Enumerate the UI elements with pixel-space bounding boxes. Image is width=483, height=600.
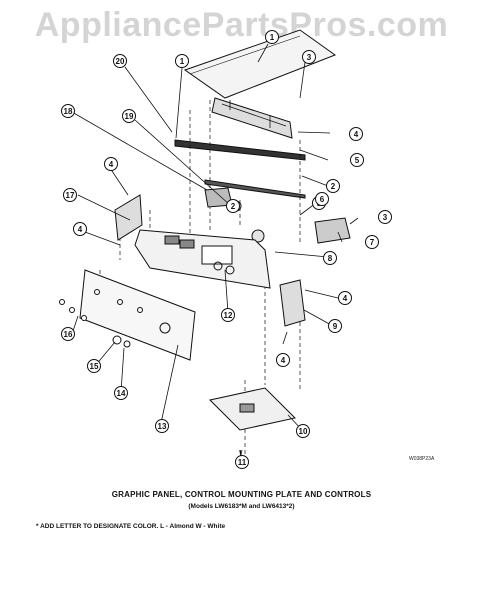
part-knob-14 [123,340,131,348]
part-upper-mechanism [211,97,293,139]
callout-14: 14 [114,386,128,400]
callout-17-text: 17 [66,191,75,200]
callout-8: 8 [323,251,337,265]
callout-10-text: 10 [299,427,308,436]
callout-4d-text: 4 [343,294,348,303]
watermark-text: AppliancePartsPros.com [34,6,449,44]
callout-3c: 3 [378,210,392,224]
callout-3a-text: 3 [307,53,312,62]
caption-subtitle: (Models LW6183*M and LW6413*2) [188,503,295,510]
part-knob-small [251,229,265,243]
part-rail-bar [174,139,306,161]
callout-2a: 2 [326,179,340,193]
callout-18-text: 18 [64,107,73,116]
callout-3a: 3 [302,50,316,64]
callout-7-text: 7 [370,238,375,247]
callout-4d: 4 [338,291,352,305]
caption-title: GRAPHIC PANEL, CONTROL MOUNTING PLATE AN… [111,490,372,499]
callout-13-text: 13 [158,422,167,431]
callout-4a: 4 [349,127,363,141]
callout-11-text: 11 [238,458,247,467]
callout-13: 13 [155,419,169,433]
callout-4c-text: 4 [78,225,83,234]
callout-labels: 1 1 2 2 3 3 3 4 4 4 4 4 5 6 7 8 9 10 11 … [61,30,392,469]
callout-7: 7 [365,235,379,249]
callout-15-text: 15 [90,362,99,371]
callout-9-text: 9 [333,322,338,331]
callout-4e-text: 4 [281,356,286,365]
callout-16-text: 16 [64,330,73,339]
callout-2b-text: 2 [231,202,236,211]
callout-3c-text: 3 [383,213,388,222]
callout-5-text: 5 [355,156,360,165]
callout-9: 9 [328,319,342,333]
part-right-end-cap [279,279,306,327]
callout-4c: 4 [73,222,87,236]
color-footnote: * ADD LETTER TO DESIGNATE COLOR. L - Alm… [36,523,226,530]
callout-15: 15 [87,359,101,373]
callout-4a-text: 4 [354,130,359,139]
callout-16: 16 [61,327,75,341]
part-graphic-panel [79,269,196,361]
callout-20: 20 [113,54,127,68]
callout-14-text: 14 [117,389,126,398]
callout-1-text: 1 [180,57,185,66]
callout-6: 6 [315,192,329,206]
callout-12-text: 12 [224,311,233,320]
callout-4b-text: 4 [109,160,114,169]
callout-4e: 4 [276,353,290,367]
callout-11: 11 [235,455,249,469]
callout-17: 17 [63,188,77,202]
callout-18: 18 [61,104,75,118]
callout-1: 1 [175,54,189,68]
drawing-code: W038P23A [409,456,435,462]
callout-19: 19 [122,109,136,123]
part-timer [314,217,351,244]
callout-20-text: 20 [116,57,125,66]
callout-4b: 4 [104,157,118,171]
callout-5: 5 [350,153,364,167]
callout-8-text: 8 [328,254,333,263]
callout-1b-text: 1 [270,33,275,42]
part-left-end-cap [114,194,143,241]
callout-6-text: 6 [320,195,325,204]
callout-19-text: 19 [125,112,134,121]
callout-2a-text: 2 [331,182,336,191]
callout-10: 10 [296,424,310,438]
callout-2b: 2 [226,199,240,213]
part-top-cover [183,29,337,99]
callout-1b: 1 [265,30,279,44]
callout-12: 12 [221,308,235,322]
